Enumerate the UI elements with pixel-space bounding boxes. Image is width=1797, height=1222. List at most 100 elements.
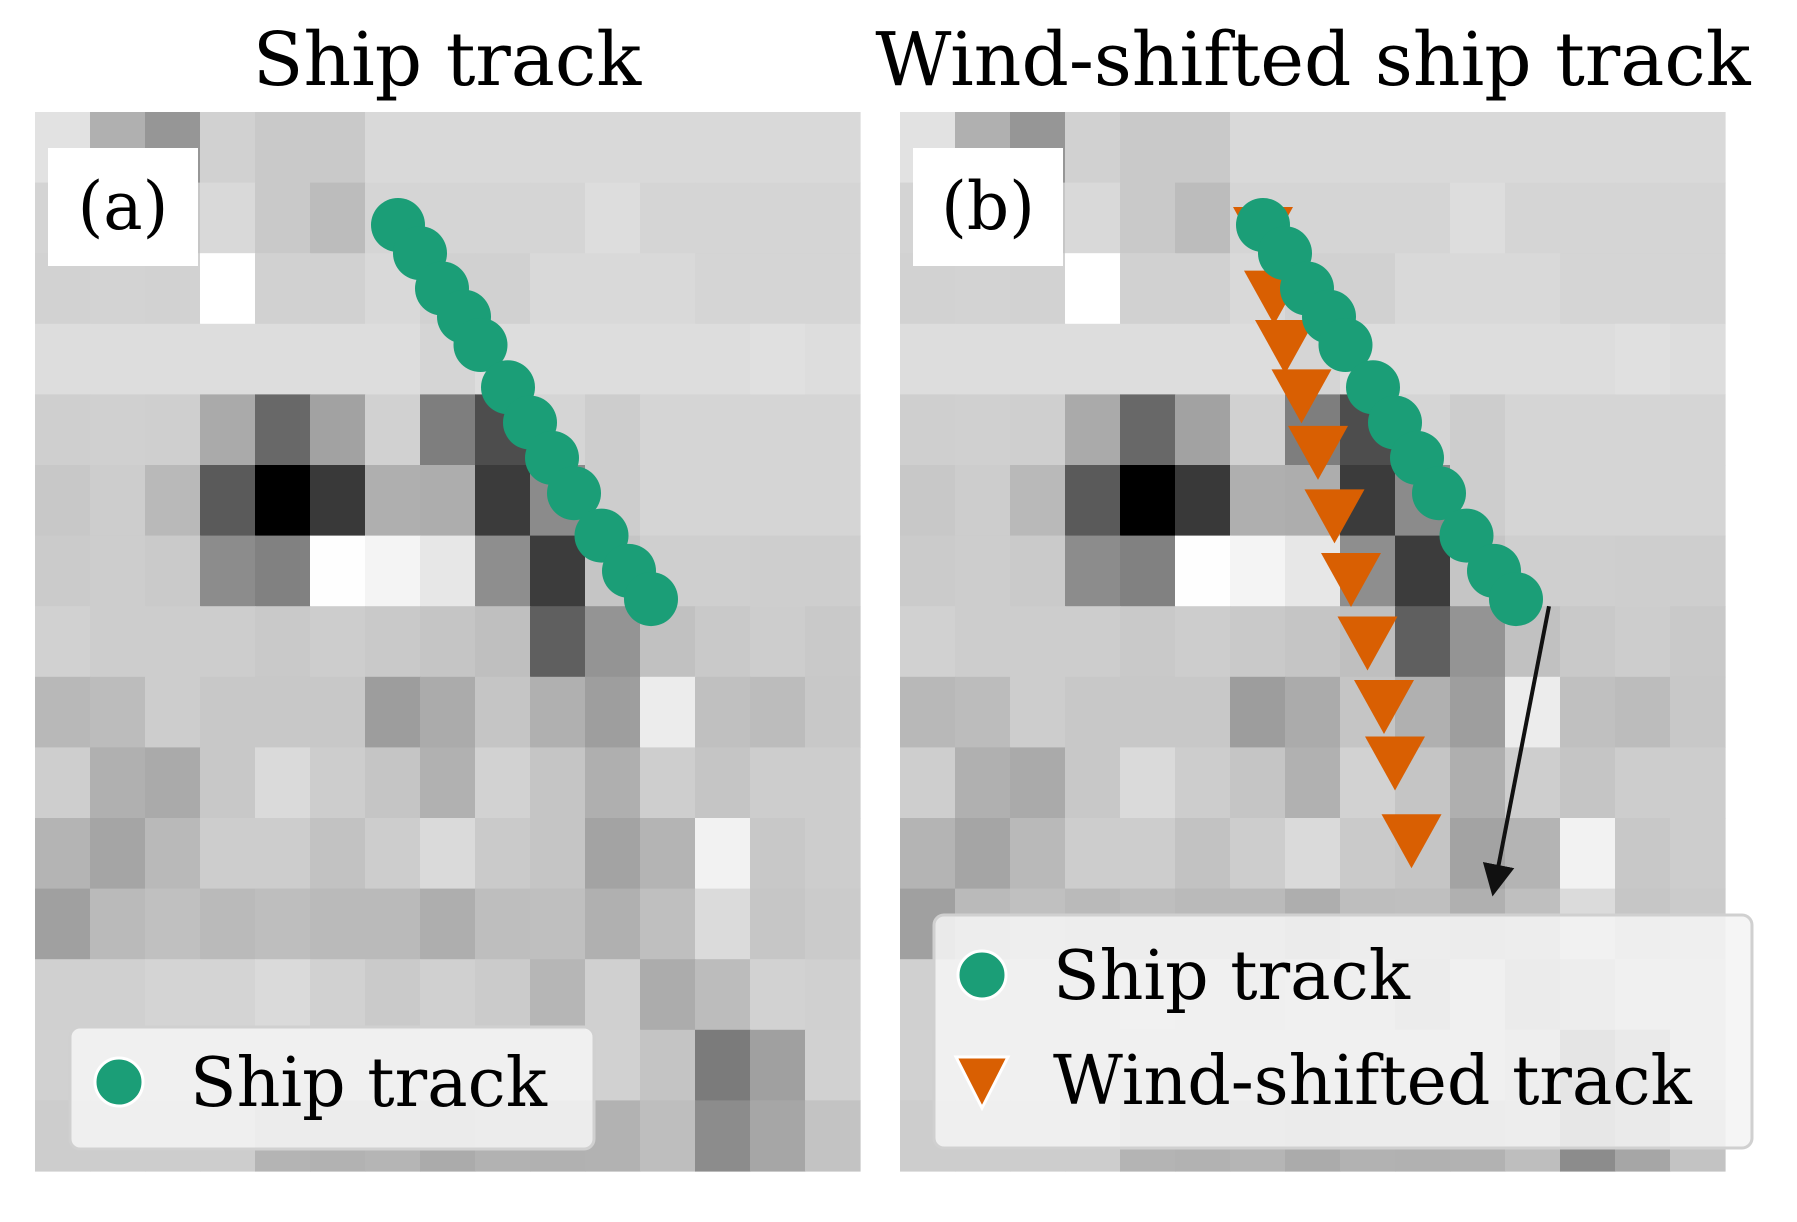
heatmap-cell bbox=[365, 394, 421, 466]
heatmap-cell bbox=[1120, 112, 1176, 184]
heatmap-cell bbox=[1670, 253, 1726, 325]
heatmap-cell bbox=[695, 535, 751, 607]
heatmap-cell bbox=[805, 323, 861, 395]
heatmap-cell bbox=[1395, 606, 1451, 678]
heatmap-cell bbox=[1670, 676, 1726, 748]
heatmap-cell bbox=[955, 818, 1011, 890]
heatmap-cell bbox=[420, 959, 476, 1031]
heatmap-cell bbox=[805, 606, 861, 678]
heatmap-cell bbox=[365, 323, 421, 395]
heatmap-cell bbox=[35, 535, 91, 607]
heatmap-cell bbox=[1175, 606, 1231, 678]
heatmap-cell bbox=[1340, 818, 1396, 890]
heatmap-cell bbox=[1395, 112, 1451, 184]
heatmap-cell bbox=[1560, 818, 1616, 890]
heatmap-cell bbox=[420, 465, 476, 537]
heatmap-cell bbox=[1670, 394, 1726, 466]
heatmap-cell bbox=[365, 888, 421, 960]
heatmap-cell bbox=[1010, 465, 1066, 537]
heatmap-cell bbox=[200, 112, 256, 184]
heatmap-cell bbox=[255, 747, 311, 819]
ship-track-point bbox=[547, 466, 601, 521]
heatmap-cell bbox=[805, 253, 861, 325]
heatmap-cell bbox=[310, 182, 366, 254]
heatmap-cell bbox=[200, 182, 256, 254]
wind-shifted-track-point bbox=[1354, 680, 1414, 734]
heatmap-cell bbox=[955, 394, 1011, 466]
heatmap-cell bbox=[900, 394, 956, 466]
heatmap-cell bbox=[200, 535, 256, 607]
heatmap-cell bbox=[145, 888, 201, 960]
ship-track-point bbox=[1489, 572, 1543, 627]
heatmap-cell bbox=[1120, 818, 1176, 890]
heatmap-cell bbox=[200, 394, 256, 466]
heatmap-cell bbox=[200, 676, 256, 748]
heatmap-cell bbox=[1670, 747, 1726, 819]
heatmap-cell bbox=[255, 818, 311, 890]
panel-b-legend: Ship track Wind-shifted track bbox=[932, 913, 1754, 1150]
heatmap-cell bbox=[1230, 394, 1286, 466]
heatmap-cell bbox=[585, 323, 641, 395]
heatmap-cell bbox=[1010, 323, 1066, 395]
heatmap-cell bbox=[1560, 253, 1616, 325]
heatmap-cell bbox=[1065, 747, 1121, 819]
panel-b-label: (b) bbox=[941, 168, 1035, 245]
heatmap-cell bbox=[640, 1100, 696, 1172]
heatmap-cell bbox=[420, 888, 476, 960]
heatmap-cell bbox=[420, 676, 476, 748]
heatmap-cell bbox=[365, 747, 421, 819]
heatmap-cell bbox=[310, 253, 366, 325]
heatmap-cell bbox=[255, 606, 311, 678]
heatmap-cell bbox=[585, 747, 641, 819]
heatmap-cell bbox=[900, 818, 956, 890]
heatmap-cell bbox=[90, 323, 146, 395]
legend-ship-track-label: Ship track bbox=[1053, 937, 1411, 1016]
heatmap-cell bbox=[35, 818, 91, 890]
heatmap-cell bbox=[420, 747, 476, 819]
heatmap-cell bbox=[475, 676, 531, 748]
heatmap-cell bbox=[585, 112, 641, 184]
heatmap-cell bbox=[530, 676, 586, 748]
heatmap-cell bbox=[640, 676, 696, 748]
heatmap-cell bbox=[1615, 394, 1671, 466]
ship-track-point bbox=[624, 572, 678, 627]
heatmap-cell bbox=[255, 182, 311, 254]
heatmap-cell bbox=[1340, 182, 1396, 254]
wind-shifted-track-point bbox=[1381, 814, 1442, 869]
heatmap-cell bbox=[530, 253, 586, 325]
heatmap-cell bbox=[585, 606, 641, 678]
heatmap-cell bbox=[1560, 182, 1616, 254]
heatmap-cell bbox=[1560, 535, 1616, 607]
ship-track-point bbox=[1412, 466, 1466, 521]
heatmap-cell bbox=[695, 253, 751, 325]
heatmap-cell bbox=[1560, 676, 1616, 748]
heatmap-cell bbox=[255, 253, 311, 325]
heatmap-cell bbox=[1670, 535, 1726, 607]
heatmap-cell bbox=[1010, 676, 1066, 748]
heatmap-cell bbox=[805, 747, 861, 819]
heatmap-cell bbox=[1120, 606, 1176, 678]
heatmap-cell bbox=[900, 535, 956, 607]
heatmap-cell bbox=[640, 959, 696, 1031]
heatmap-cell bbox=[805, 465, 861, 537]
heatmap-cell bbox=[695, 818, 751, 890]
heatmap-cell bbox=[200, 606, 256, 678]
heatmap-cell bbox=[1065, 394, 1121, 466]
heatmap-cell bbox=[750, 253, 806, 325]
heatmap-cell bbox=[955, 747, 1011, 819]
wind-shifted-track-point bbox=[1337, 616, 1398, 671]
heatmap-cell bbox=[255, 465, 311, 537]
legend-ship-track-marker bbox=[956, 949, 1008, 1001]
heatmap-cell bbox=[365, 112, 421, 184]
heatmap-cell bbox=[640, 465, 696, 537]
heatmap-cell bbox=[1560, 323, 1616, 395]
heatmap-cell bbox=[475, 535, 531, 607]
heatmap-cell bbox=[750, 1029, 806, 1101]
panel-b-title: Wind-shifted ship track bbox=[875, 17, 1751, 103]
heatmap-cell bbox=[1285, 818, 1341, 890]
heatmap-cell bbox=[640, 112, 696, 184]
heatmap-cell bbox=[805, 1100, 861, 1172]
heatmap-cell bbox=[365, 465, 421, 537]
heatmap-cell bbox=[1230, 818, 1286, 890]
heatmap-cell bbox=[310, 465, 366, 537]
